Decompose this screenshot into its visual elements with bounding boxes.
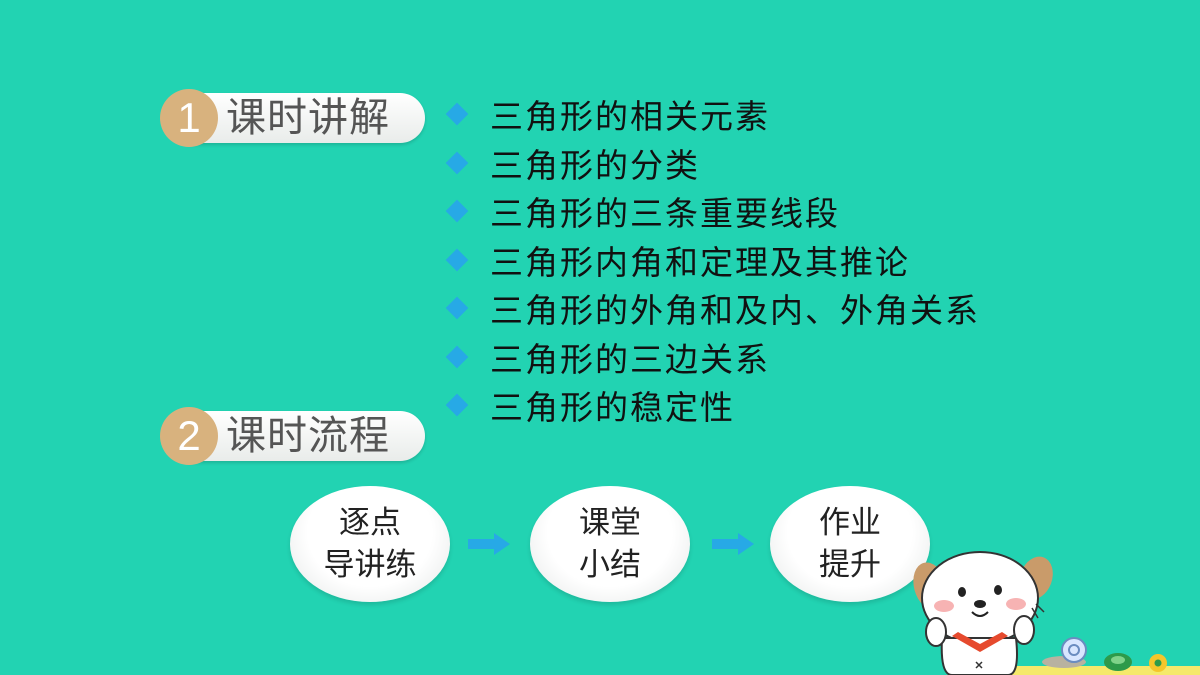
- topic-list: 三角形的相关元素 三角形的分类 三角形的三条重要线段 三角形内角和定理及其推论 …: [446, 90, 980, 430]
- topic-text: 三角形的相关元素: [490, 97, 770, 137]
- flow-step-line: 逐点: [339, 505, 401, 541]
- list-item: 三角形的相关元素: [446, 90, 980, 139]
- section-label-pill: [188, 411, 425, 461]
- diamond-icon: [446, 249, 468, 271]
- list-item: 三角形的分类: [446, 139, 980, 188]
- flow-step-summary[interactable]: 课堂 小结: [530, 486, 690, 602]
- section-title: 课时流程: [226, 413, 390, 459]
- list-item: 三角形的外角和及内、外角关系: [446, 284, 980, 333]
- flow-step-line: 提升: [819, 547, 881, 583]
- diamond-icon: [446, 103, 468, 125]
- list-item: 三角形的三条重要线段: [446, 187, 980, 236]
- diamond-icon: [446, 394, 468, 416]
- section-number-badge: 1: [160, 89, 218, 147]
- section-header-lesson-flow: 2 课时流程: [160, 407, 425, 465]
- section-label-pill: [188, 93, 425, 143]
- diamond-icon: [446, 297, 468, 319]
- topic-text: 三角形的分类: [490, 145, 700, 185]
- flow-step-homework[interactable]: 作业 提升: [770, 486, 930, 602]
- list-item: 三角形的稳定性: [446, 381, 980, 430]
- flow-step-guided-practice[interactable]: 逐点 导讲练: [290, 486, 450, 602]
- topic-text: 三角形的稳定性: [490, 388, 735, 428]
- list-item: 三角形的三边关系: [446, 333, 980, 382]
- topic-text: 三角形的三条重要线段: [490, 194, 840, 234]
- diamond-icon: [446, 152, 468, 174]
- arrow-right-icon: [712, 533, 754, 555]
- diamond-icon: [446, 346, 468, 368]
- list-item: 三角形内角和定理及其推论: [446, 236, 980, 285]
- arrow-right-icon: [468, 533, 510, 555]
- topic-text: 三角形内角和定理及其推论: [490, 242, 910, 282]
- topic-text: 三角形的三边关系: [490, 339, 770, 379]
- section-number-badge: 2: [160, 407, 218, 465]
- flow-step-line: 导讲练: [323, 547, 417, 583]
- flow-step-line: 作业: [819, 505, 881, 541]
- section-title: 课时讲解: [226, 95, 390, 141]
- section-header-lesson-explanation: 1 课时讲解: [160, 89, 425, 147]
- puppy-illustration: [913, 551, 1200, 675]
- flow-step-line: 课堂: [579, 505, 641, 541]
- flow-step-line: 小结: [579, 547, 641, 583]
- topic-text: 三角形的外角和及内、外角关系: [490, 291, 980, 331]
- diamond-icon: [446, 200, 468, 222]
